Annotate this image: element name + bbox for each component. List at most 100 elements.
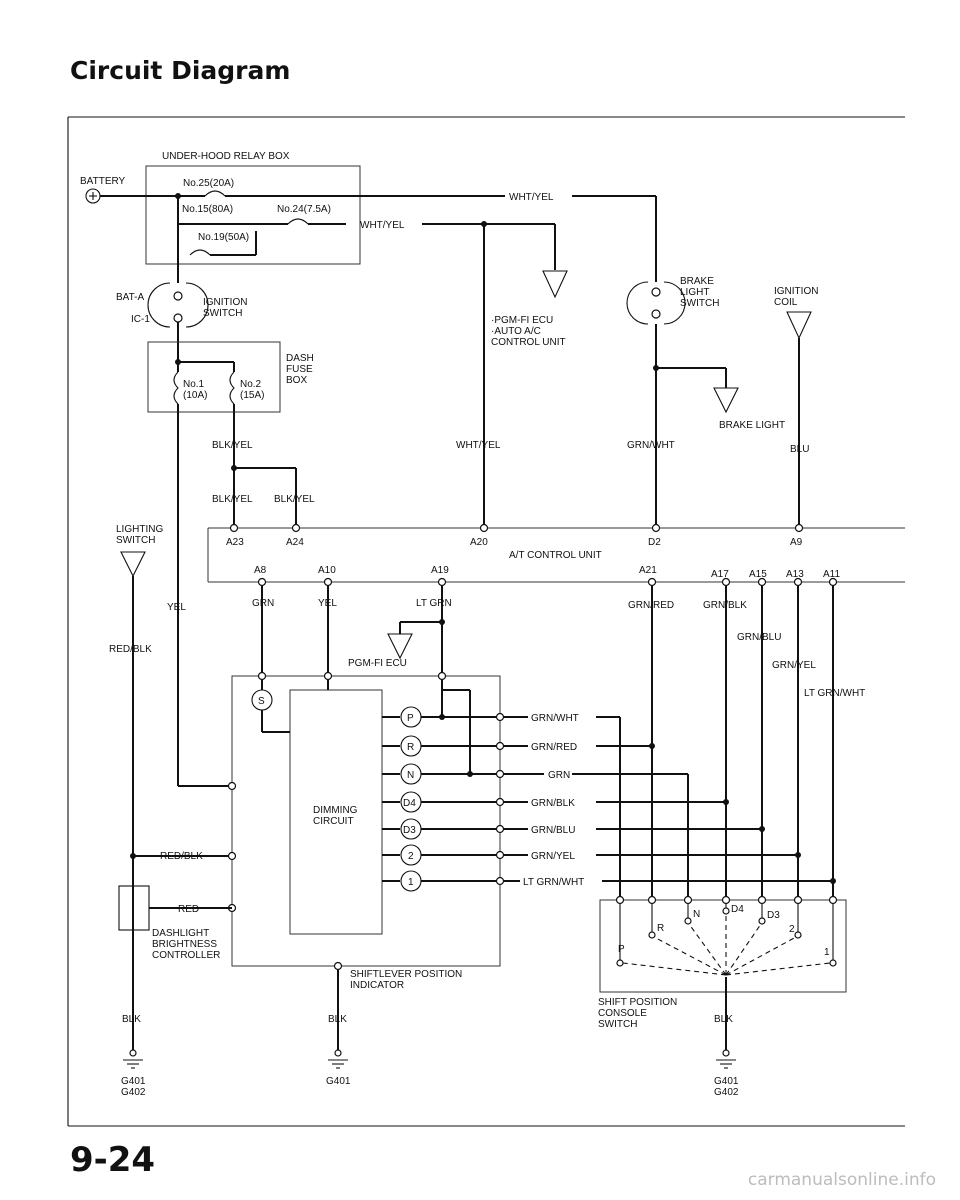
- wire-wht-yel-2: WHT/YEL: [360, 220, 405, 231]
- pin-a19: A19: [431, 565, 449, 576]
- brake-switch-label-2: LIGHT: [680, 287, 709, 298]
- at-control-unit: A/T CONTROL UNIT A23 A24 A20 D2 A9 A8 A1…: [207, 523, 905, 587]
- wire-grn-a8: GRN: [252, 598, 274, 609]
- control-unit-output-wiring: [261, 586, 834, 900]
- pin-a8: A8: [254, 565, 267, 576]
- s-lamp: S: [251, 680, 290, 733]
- shiftlever-label-2: INDICATOR: [350, 980, 404, 991]
- lamp-r: R: [407, 742, 414, 753]
- dimming-label-1: DIMMING: [313, 805, 358, 816]
- wire-blk-left: BLK: [122, 1014, 141, 1025]
- ignition-switch-label-2: SWITCH: [203, 308, 242, 319]
- pin-a17: A17: [711, 569, 729, 580]
- under-hood-relay-box: [145, 165, 361, 265]
- wire-grn-blu-d3: GRN/BLU: [531, 825, 575, 836]
- bat-a-label: BAT-A: [116, 292, 144, 303]
- dashlight-label-1: DASHLIGHT: [152, 928, 209, 939]
- lamp-d4: D4: [403, 798, 416, 809]
- fuse-19-label: No.19(50A): [198, 232, 249, 243]
- s-lamp-label: S: [258, 696, 265, 707]
- dashlight-label-2: BRIGHTNESS: [152, 939, 217, 950]
- wire-red: RED: [178, 904, 199, 915]
- dimming-circuit: [289, 689, 383, 935]
- lighting-switch-label-2: SWITCH: [116, 535, 155, 546]
- lamp-p: P: [407, 713, 414, 724]
- wire-grn-n: GRN: [548, 770, 570, 781]
- brake-light-label: BRAKE LIGHT: [719, 420, 785, 431]
- wire-blk-yel-2: BLK/YEL: [212, 494, 253, 505]
- wire-lt-grn-wht-a11: LT GRN/WHT: [804, 688, 865, 699]
- watermark: carmanualsonline.info: [747, 1170, 936, 1190]
- console-pos-2: 2: [789, 924, 795, 935]
- dash-fuses: DASH FUSE BOX No.1 (10A) No.2 (15A): [173, 353, 314, 786]
- dash-fuse1-label: No.1: [183, 379, 205, 390]
- brake-switch-label-1: BRAKE: [680, 276, 714, 287]
- lamp-1: 1: [408, 877, 414, 888]
- pin-d2: D2: [648, 537, 661, 548]
- wire-yel-a10: YEL: [318, 598, 337, 609]
- dash-fuse2-label: No.2: [240, 379, 262, 390]
- ground-right-g401: G401: [714, 1076, 739, 1087]
- ig-1-label: IC-1: [131, 314, 150, 325]
- wire-blu: BLU: [790, 444, 809, 455]
- wire-grn-yel-2: GRN/YEL: [531, 851, 575, 862]
- console-pos-1: 1: [824, 947, 830, 958]
- wire-blk-right: BLK: [714, 1014, 733, 1025]
- pin-a10: A10: [318, 565, 336, 576]
- pgm-fi-ecu-label: PGM-FI ECU: [348, 658, 407, 669]
- wire-wht-yel-1: WHT/YEL: [509, 192, 554, 203]
- console-switch-label-2: CONSOLE: [598, 1008, 647, 1019]
- ignition-coil-label-2: COIL: [774, 297, 798, 308]
- control-unit-label: A/T CONTROL UNIT: [509, 550, 602, 561]
- pin-a24: A24: [286, 537, 304, 548]
- shiftlever-position-indicator: [231, 675, 501, 967]
- ignition-switch: BAT-A IC-1 IGNITION SWITCH: [116, 282, 247, 362]
- page-number: 9-24: [70, 1140, 156, 1180]
- console-pos-n: N: [693, 909, 700, 920]
- power-wiring: [100, 190, 657, 524]
- console-pos-r: R: [657, 923, 664, 934]
- dash-fuse2-rating: (15A): [240, 390, 264, 401]
- dash-fuse-box: [147, 341, 281, 413]
- wire-lt-grn-wht-1: LT GRN/WHT: [523, 877, 584, 888]
- dash-box-label-2: FUSE: [286, 364, 313, 375]
- indicator-output-terminals: [495, 712, 505, 886]
- brake-switch-label-3: SWITCH: [680, 298, 719, 309]
- pin-a21: A21: [639, 565, 657, 576]
- lamp-d3: D3: [403, 825, 416, 836]
- pin-a11: A11: [823, 569, 840, 580]
- fuse-25-label: No.25(20A): [183, 178, 234, 189]
- wire-grn-wht-top: GRN/WHT: [627, 440, 675, 451]
- ground-right: BLK G401 G402: [714, 977, 739, 1098]
- wire-blk-yel-1: BLK/YEL: [212, 440, 253, 451]
- ecu-note-2: ·AUTO A/C: [491, 326, 541, 337]
- ignition-switch-label-1: IGNITION: [203, 297, 247, 308]
- console-pos-d4: D4: [731, 904, 744, 915]
- ignition-coil: IGNITION COIL BLU: [774, 286, 818, 524]
- wire-lt-grn-a19: LT GRN: [416, 598, 452, 609]
- indicator-tie-wiring: [439, 680, 473, 777]
- shiftlever-label-1: SHIFTLEVER POSITION: [350, 969, 462, 980]
- lamp-n: N: [407, 770, 414, 781]
- pin-a23: A23: [226, 537, 244, 548]
- pin-a20: A20: [470, 537, 488, 548]
- wire-grn-blk-a17: GRN/BLK: [703, 600, 747, 611]
- dimming-label-2: CIRCUIT: [313, 816, 354, 827]
- wire-grn-blk-d4: GRN/BLK: [531, 798, 575, 809]
- relay-box-label: UNDER-HOOD RELAY BOX: [162, 151, 290, 162]
- ground-left-g402: G402: [121, 1087, 146, 1098]
- indicator-lamps: P R N D4 D3 2 1: [382, 706, 500, 892]
- wire-grn-blu-a15: GRN/BLU: [737, 632, 781, 643]
- ground-middle-g401: G401: [326, 1076, 351, 1087]
- dash-box-label-3: BOX: [286, 375, 307, 386]
- diagram-frame: [67, 116, 905, 1127]
- lighting-switch: LIGHTING SWITCH: [116, 524, 232, 1040]
- battery-symbol: BATTERY: [80, 176, 126, 204]
- ignition-coil-label-1: IGNITION: [774, 286, 818, 297]
- wire-grn-wht-p: GRN/WHT: [531, 713, 579, 724]
- dashlight-brightness-controller: RED/BLK RED DASHLIGHT BRIGHTNESS CONTROL…: [118, 851, 232, 961]
- ground-middle: BLK G401: [326, 970, 351, 1087]
- dashlight-label-3: CONTROLLER: [152, 950, 220, 961]
- pin-a9: A9: [790, 537, 803, 548]
- wire-red-blk-1: RED/BLK: [109, 644, 152, 655]
